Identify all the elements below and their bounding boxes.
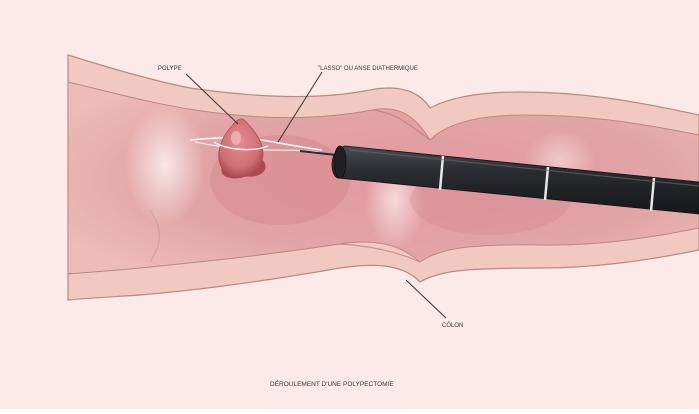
lumen-highlight-left xyxy=(125,105,205,225)
endoscope-tip xyxy=(334,146,346,178)
colon-label: CÔLON xyxy=(442,322,463,329)
polyp-highlight xyxy=(231,131,241,145)
snare-label: "LASSO" OU ANSE DIATHERMIQUE xyxy=(318,66,418,72)
diagram-caption: DÉROULEMENT D'UNE POLYPECTOMIE xyxy=(270,379,394,388)
polyp-label: POLYPE xyxy=(158,66,182,72)
